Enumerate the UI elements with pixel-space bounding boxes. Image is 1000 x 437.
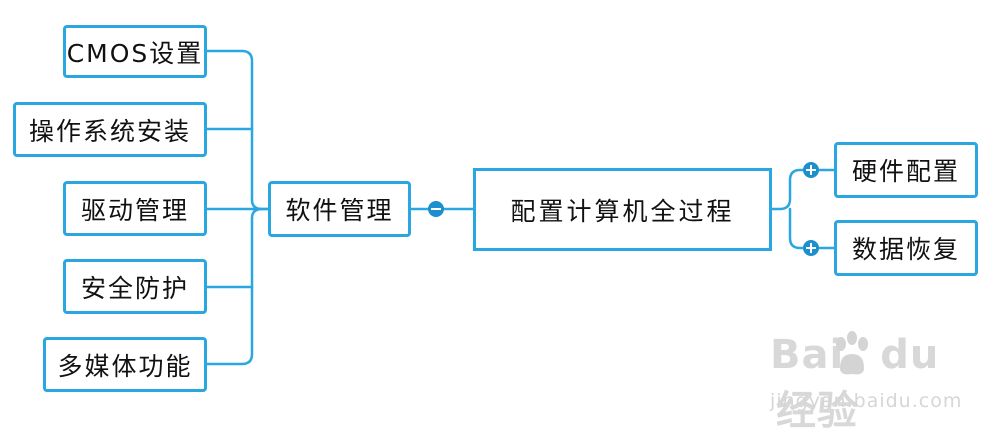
node-label: 操作系统安装: [28, 116, 191, 146]
connector-right-spine: [770, 168, 836, 250]
watermark-brand-right: du: [880, 332, 940, 378]
node-label: 软件管理: [285, 196, 394, 225]
connector-spine: [250, 198, 270, 220]
node-label: CMOS设置: [66, 38, 204, 68]
node-multimedia[interactable]: 多媒体功能: [43, 337, 207, 392]
node-software-management[interactable]: 软件管理: [268, 181, 411, 237]
collapse-handle-icon[interactable]: [428, 201, 444, 217]
node-data-recovery[interactable]: 数据恢复: [834, 220, 978, 276]
expand-handle-icon[interactable]: [803, 162, 819, 178]
node-cmos-settings[interactable]: CMOS设置: [63, 25, 207, 78]
watermark-url: jingyan.baidu.com: [770, 390, 963, 412]
node-label: 多媒体功能: [57, 351, 193, 381]
node-label: 硬件配置: [851, 157, 960, 186]
node-label: 数据恢复: [851, 235, 960, 264]
node-label: 安全防护: [80, 273, 189, 303]
node-hardware-config[interactable]: 硬件配置: [834, 142, 978, 198]
watermark-brand-cn: 经验: [776, 388, 858, 434]
connector-cmos: [205, 49, 254, 202]
paw-icon: [836, 331, 868, 375]
node-driver-management[interactable]: 驱动管理: [63, 181, 207, 236]
node-security[interactable]: 安全防护: [63, 259, 207, 314]
node-label: 驱动管理: [80, 195, 189, 225]
watermark-brand-left: Bai: [770, 332, 845, 378]
connector-multimedia: [205, 216, 254, 366]
node-os-install[interactable]: 操作系统安装: [13, 102, 207, 157]
root-label: 配置计算机全过程: [510, 196, 735, 226]
node-root-topic[interactable]: 配置计算机全过程: [473, 168, 772, 251]
expand-handle-icon[interactable]: [803, 240, 819, 256]
